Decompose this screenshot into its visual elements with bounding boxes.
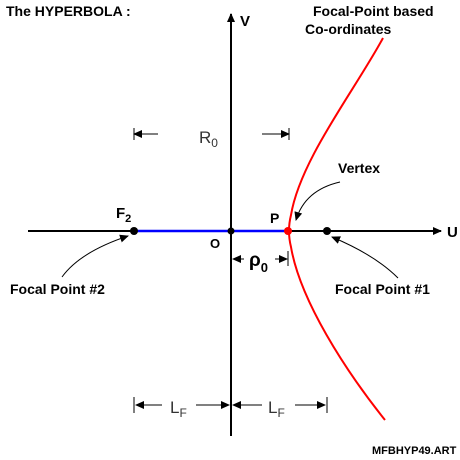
focal-1-leader-arrow (331, 236, 399, 279)
vertex-leader-arrow (294, 181, 341, 221)
focal-point-2-dot (130, 227, 138, 235)
diagram-title: The HYPERBOLA : (6, 3, 131, 19)
v-axis-label: V (240, 13, 250, 30)
caption-line-2: Co-ordinates (305, 21, 392, 37)
focal-point-1-dot (323, 227, 331, 235)
file-name-footer: MFBHYP49.ART (372, 445, 457, 457)
vertex-dot (284, 227, 292, 235)
f2-label: F2 (116, 205, 131, 225)
hyperbola-branch (288, 37, 386, 421)
origin-label: O (210, 236, 220, 251)
rho0-label: ρ0 (249, 250, 268, 275)
r0-label: R0 (199, 128, 218, 150)
u-axis-label: U (447, 224, 458, 241)
focal-point-1-label: Focal Point #1 (335, 281, 430, 297)
origin-dot (227, 227, 235, 235)
lf-right-label: LF (268, 398, 285, 420)
lf-left-label: LF (170, 398, 187, 420)
focal-2-leader-arrow (61, 234, 129, 278)
focal-point-2-label: Focal Point #2 (10, 281, 105, 297)
point-p-label: P (270, 210, 279, 226)
caption-line-1: Focal-Point based (313, 3, 434, 19)
vertex-label: Vertex (338, 160, 380, 176)
